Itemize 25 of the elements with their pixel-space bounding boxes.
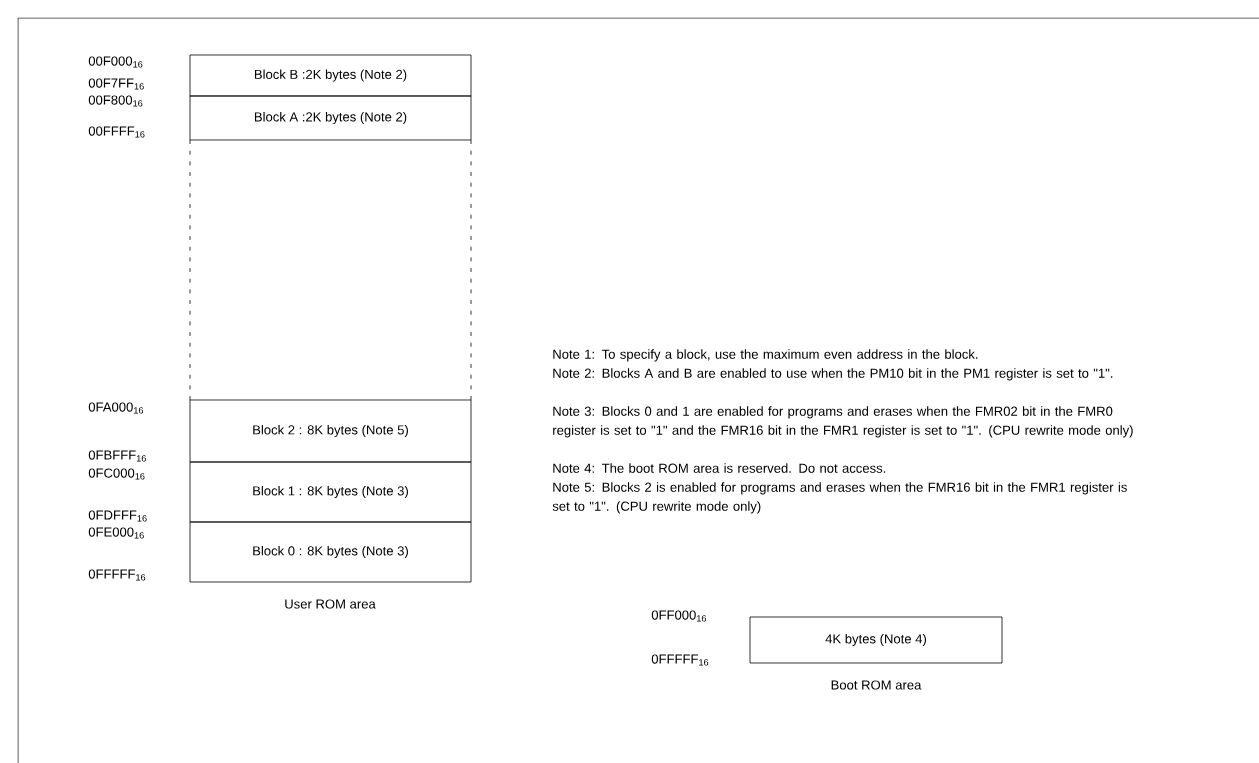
memory-block: 4K bytes (Note 4) — [749, 616, 1003, 664]
address-label: 00F000$_{16}$ — [88, 56, 143, 68]
area-caption: Boot ROM area — [831, 680, 922, 690]
address-label: 0FFFFF$_{16}$ — [651, 654, 709, 666]
address-label: 0FDFFF$_{16}$ — [88, 510, 147, 522]
address-label: 0FFFFF$_{16}$ — [88, 569, 146, 581]
memory-block: Block A :2K bytes (Note 2) — [189, 95, 472, 141]
address-label: 0FF000$_{16}$ — [651, 610, 707, 622]
address-label: 00FFFF$_{16}$ — [88, 126, 145, 138]
address-label: 00F800$_{16}$ — [88, 95, 143, 107]
memory-block: Block B :2K bytes (Note 2) — [189, 54, 472, 97]
address-label: 0FA000$_{16}$ — [88, 402, 144, 414]
memory-block: Block 2 : 8K bytes (Note 5) — [189, 399, 472, 463]
address-label: 0FC000$_{16}$ — [88, 468, 145, 480]
address-label: 0FE000$_{16}$ — [88, 527, 144, 539]
address-label: 0FBFFF$_{16}$ — [88, 450, 146, 462]
note-text: Note 1: To specify a block, use the maximum even address in the block. — [553, 349, 978, 362]
area-caption: User ROM area — [285, 599, 376, 609]
address-label: 00F7FF$_{16}$ — [88, 78, 144, 90]
note-text: Note 3: Blocks 0 and 1 are enabled for programs and erases when the FMR02 bit in the FMR0 register is set to "1" and the FMR16 bit in the FMR1 register is set to "1". (CPU rewrite mode only) — [553, 406, 1133, 438]
memory-block: Block 0 : 8K bytes (Note 3) — [189, 521, 472, 583]
note-text: Note 2: Blocks A and B are enabled to use when the PM10 bit in the PM1 register is set to "1". — [553, 368, 1113, 381]
memory-block: Block 1 : 8K bytes (Note 3) — [189, 461, 472, 523]
note-text: Note 4: The boot ROM area is reserved. Do not access. — [553, 463, 886, 473]
note-text: Note 5: Blocks 2 is enabled for programs and erases when the FMR16 bit in the FMR1 register is set to "1". (CPU rewrite mode only) — [552, 482, 1127, 514]
